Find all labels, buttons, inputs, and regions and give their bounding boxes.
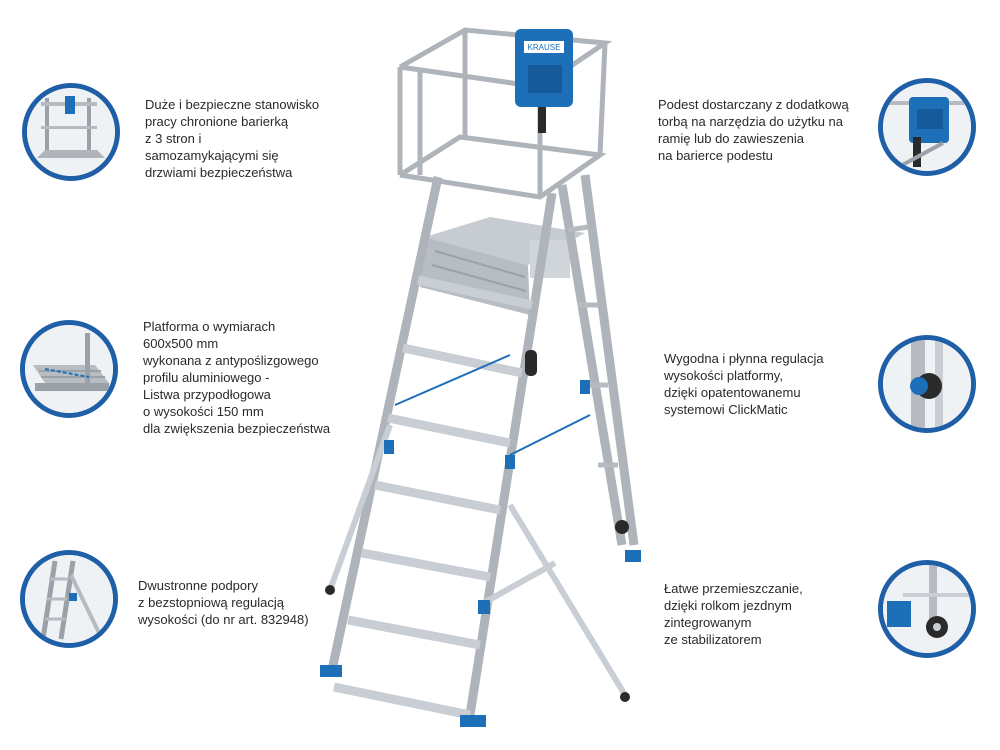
outriggers — [327, 423, 628, 697]
rear-rungs — [567, 224, 618, 468]
callout-text-railing: Duże i bezpieczne stanowisko pracy chron… — [145, 97, 320, 180]
detail-circle-clickmatic — [878, 335, 976, 433]
tool-bag-icon: KRAUSE — [515, 29, 573, 133]
safety-cords — [394, 354, 591, 456]
platform-ladder-illustration: KRAUSE — [320, 27, 641, 727]
rubber-feet — [325, 585, 630, 702]
callout-text-supports: Dwustronne podpory z bezstopniową regula… — [138, 578, 309, 627]
detail-circle-platform — [20, 320, 118, 418]
detail-circle-railing — [22, 83, 120, 181]
callout-text-tool-bag: Podest dostarczany z dodatkową torbą na … — [658, 97, 849, 163]
detail-circle-wheels — [878, 560, 976, 658]
callout-text-wheels: Łatwe przemieszczanie, dzięki rolkom jez… — [664, 581, 803, 647]
ladder-steps — [333, 275, 533, 720]
blue-fittings — [320, 380, 641, 727]
callout-text-platform: Platforma o wymiarach 600x500 mm wykonan… — [143, 319, 331, 436]
detail-circle-supports — [20, 550, 118, 648]
clickmatic-knob-icon — [525, 350, 537, 376]
railing-cage — [397, 27, 613, 200]
detail-circle-tool-bag — [878, 78, 976, 176]
callout-text-clickmatic: Wygodna i płynna regulacja wysokości pla… — [664, 351, 824, 417]
bag-logo-text: KRAUSE — [528, 43, 561, 52]
wheel-icon — [615, 520, 629, 534]
